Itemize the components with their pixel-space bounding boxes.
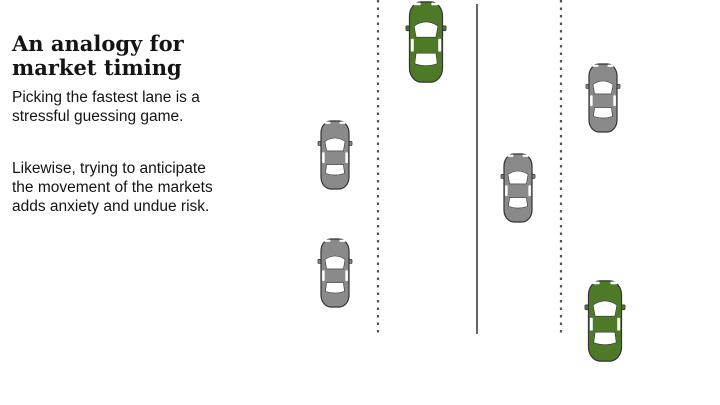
car-green-top bbox=[405, 1, 447, 83]
car-gray-left-bottom bbox=[317, 238, 353, 308]
title-line-1: An analogy for bbox=[12, 31, 184, 56]
paragraph-1-line-1: Picking the fastest lane is a bbox=[12, 89, 200, 106]
car-gray-center bbox=[500, 153, 536, 223]
text-panel: An analogy for market timing Picking the… bbox=[12, 32, 302, 216]
paragraph-lanes: Picking the fastest lane is a stressful … bbox=[12, 88, 302, 126]
paragraph-markets: Likewise, trying to anticipate the movem… bbox=[12, 159, 302, 216]
car-gray-right-top bbox=[585, 63, 621, 133]
title-line-2: market timing bbox=[12, 55, 182, 80]
car-green-bottom bbox=[584, 280, 626, 362]
paragraph-2-line-2: the movement of the markets bbox=[12, 179, 213, 196]
paragraph-1-line-2: stressful guessing game. bbox=[12, 108, 184, 125]
diagram-title: An analogy for market timing bbox=[12, 32, 302, 80]
car-gray-left-top bbox=[317, 120, 353, 190]
paragraph-2-line-3: adds anxiety and undue risk. bbox=[12, 198, 210, 215]
paragraph-2-line-1: Likewise, trying to anticipate bbox=[12, 160, 206, 177]
